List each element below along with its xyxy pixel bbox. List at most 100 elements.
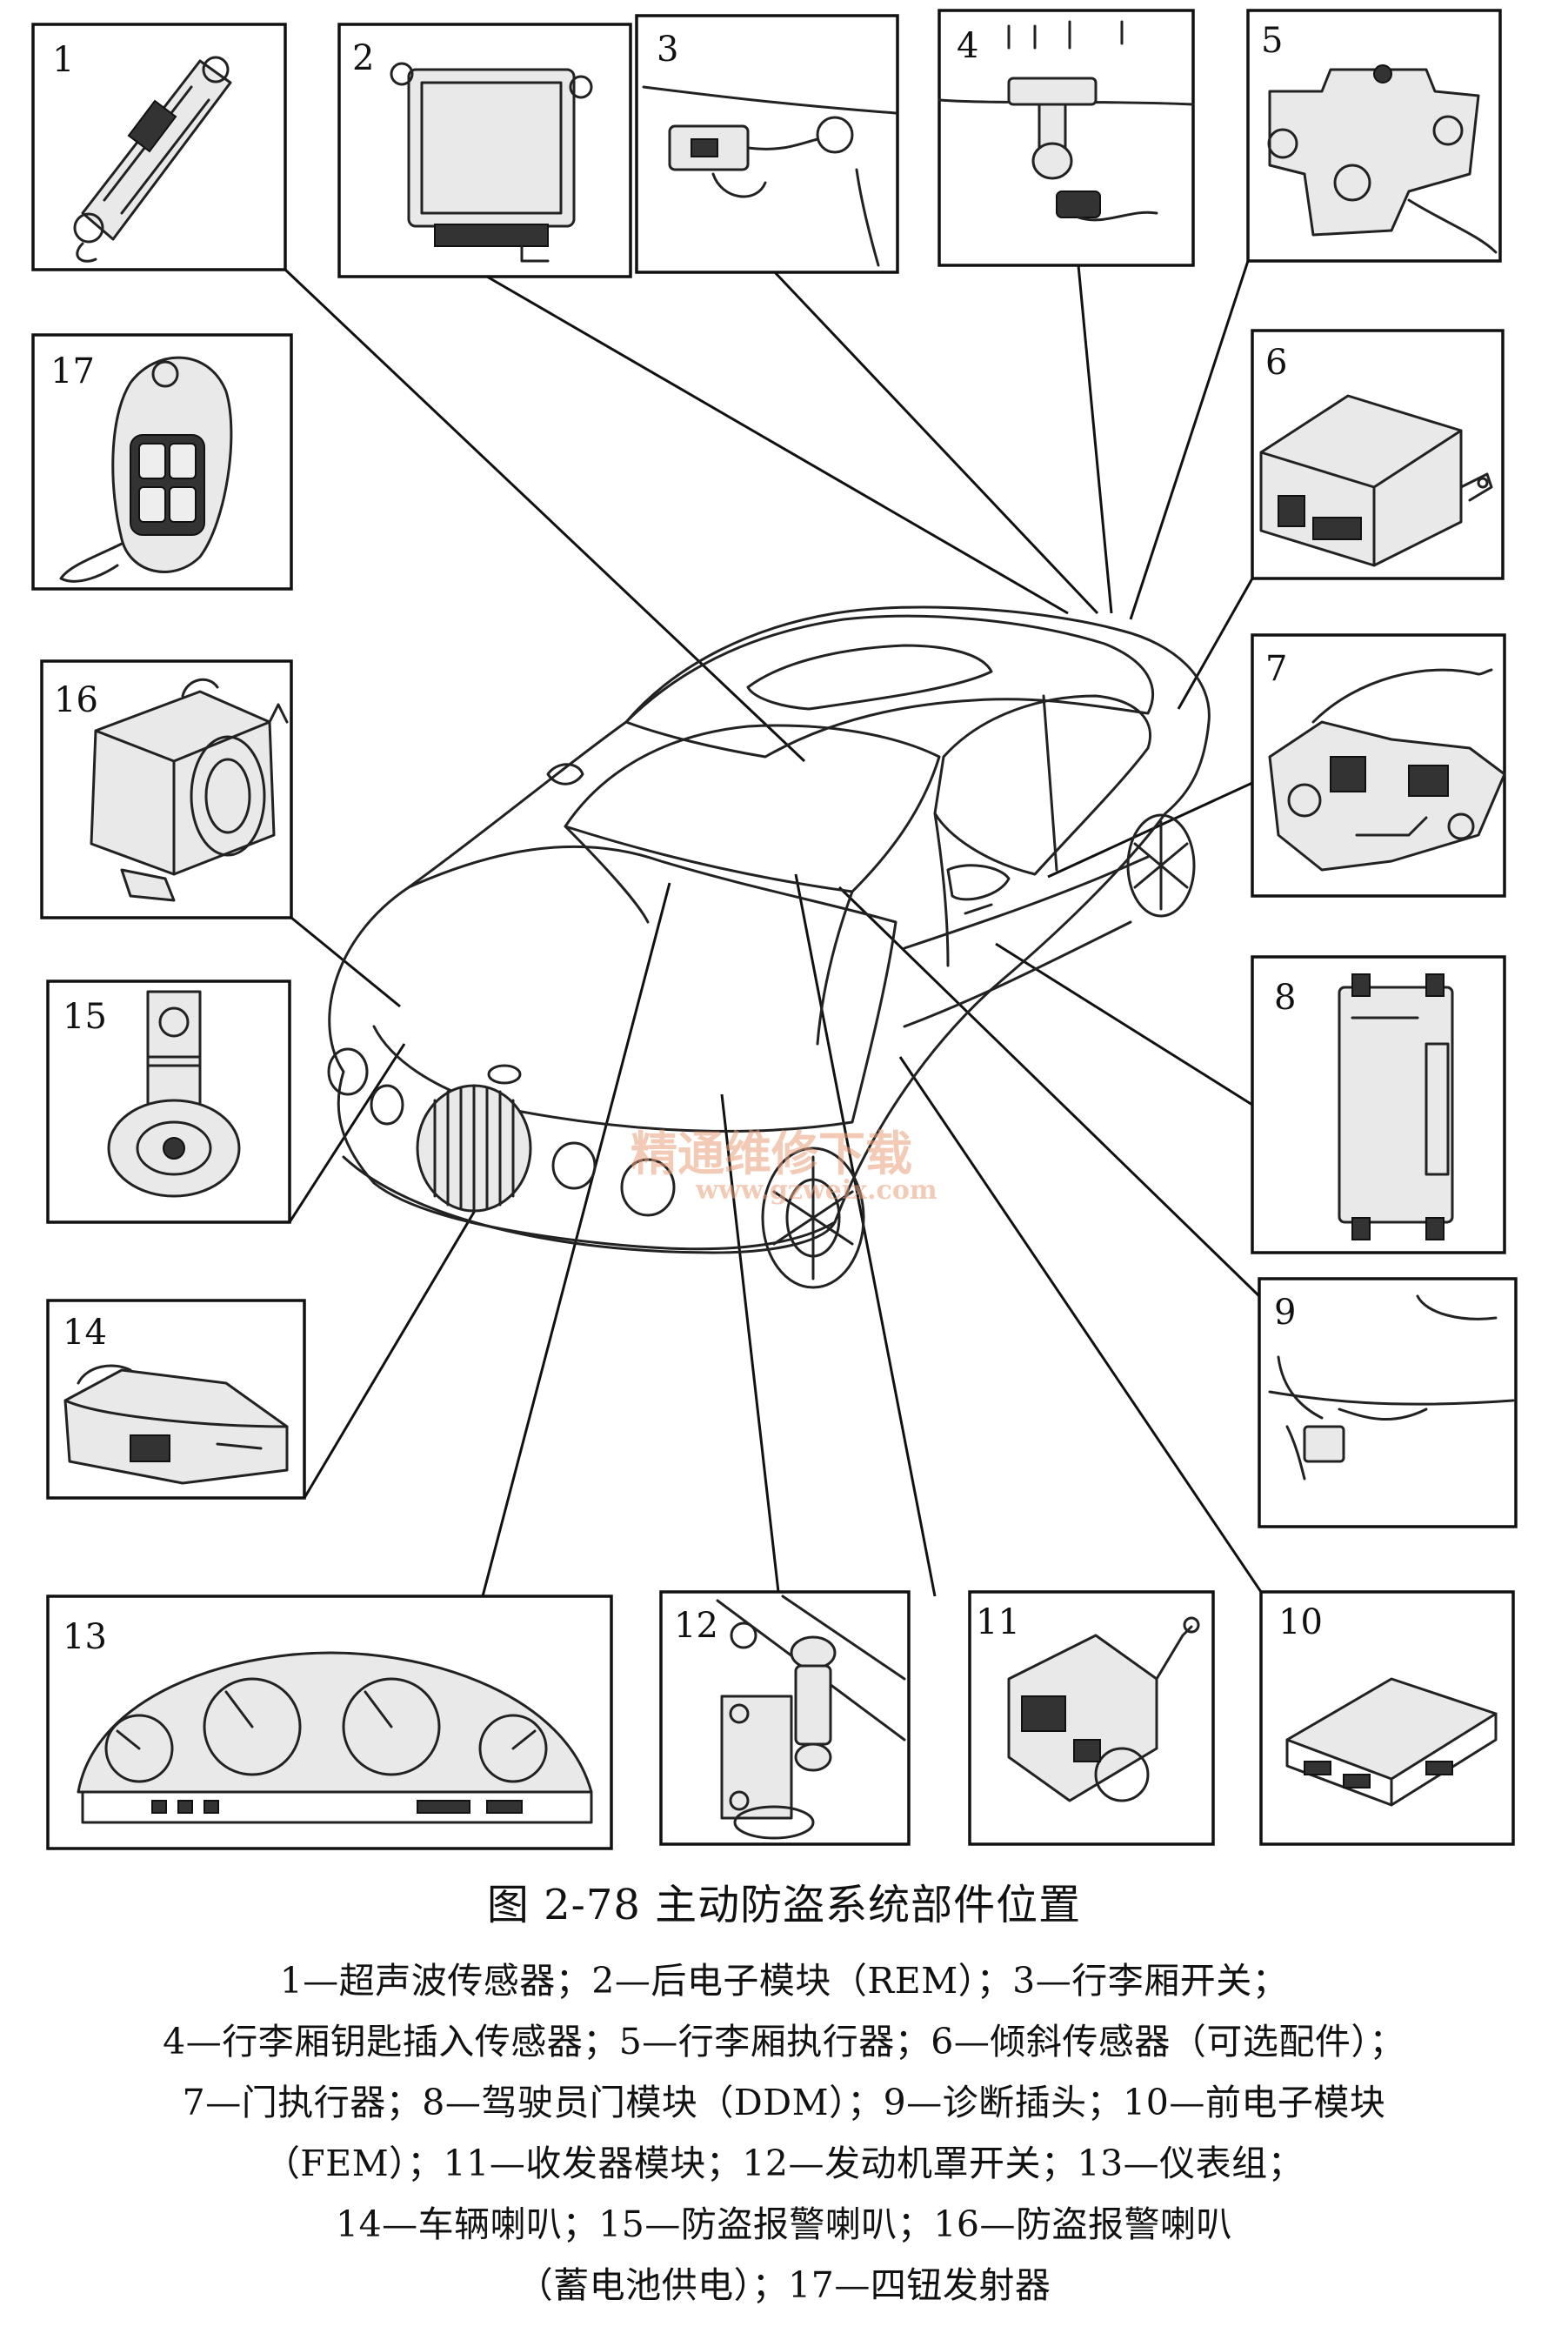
watermark-text: 精通维修下载	[631, 1126, 912, 1181]
caption-line-6: （蓄电池供电）；17—四钮发射器	[517, 2264, 1051, 2306]
callout-number-7: 7	[1265, 649, 1287, 689]
component-box-5: 5	[1246, 9, 1502, 263]
car-door-handle	[964, 903, 993, 915]
car-sunroof	[746, 644, 993, 711]
callout-number-2: 2	[352, 38, 374, 78]
instrument-cluster-drawing	[77, 1651, 593, 1824]
car-front-wheel	[761, 1147, 865, 1289]
callout-number-6: 6	[1265, 343, 1287, 383]
leader-9	[837, 886, 1261, 1298]
caption-line-2: 4—行李厢钥匙插入传感器；5—行李厢执行器；6—倾斜传感器（可选配件）；	[163, 2021, 1405, 2063]
leader-2	[486, 275, 1069, 615]
caption-line-4: （FEM）；11—收发器模块；12—发动机罩开关；13—仪表组；	[264, 2143, 1304, 2184]
ddm-module-drawing	[1338, 973, 1454, 1240]
caption-line-5: 14—车辆喇叭；15—防盗报警喇叭；16—防盗报警喇叭	[335, 2203, 1232, 2245]
caption-line-3: 7—门执行器；8—驾驶员门模块（DDM）；9—诊断插头；10—前电子模块	[182, 2082, 1386, 2123]
leader-5	[1129, 260, 1250, 620]
car-headlight-left-2	[370, 1084, 404, 1126]
car-side-line	[903, 855, 1150, 950]
car-hood-crease-2	[816, 890, 854, 1046]
component-box-6: 6	[1251, 329, 1505, 580]
component-box-14: 14	[46, 1299, 306, 1500]
watermark-url: www.gzweix.com	[695, 1175, 937, 1206]
component-box-17: 17	[31, 333, 293, 591]
watermark: 精通维修下载 www.gzweix.com	[631, 1126, 937, 1206]
leader-3	[772, 270, 1099, 615]
component-box-4: 4	[937, 9, 1195, 267]
callout-number-5: 5	[1261, 21, 1283, 61]
key-fob-drawing	[59, 356, 233, 583]
ultrasonic-sensor-drawing	[73, 56, 232, 263]
callout-number-17: 17	[50, 351, 95, 391]
alarm-horn-drawing	[107, 990, 241, 1198]
car-emblem	[487, 1064, 522, 1085]
car-roof	[624, 614, 1154, 759]
callout-number-1: 1	[52, 40, 74, 80]
car-rear-wheel-spokes	[1133, 820, 1189, 911]
callout-number-13: 13	[63, 1617, 107, 1657]
door-actuator-drawing	[1268, 668, 1506, 872]
car-headlight-right-2	[620, 1158, 676, 1217]
leader-6	[1177, 578, 1254, 710]
callout-number-15: 15	[63, 997, 107, 1037]
callout-number-12: 12	[674, 1606, 718, 1646]
leader-4	[1077, 264, 1113, 614]
callout-number-10: 10	[1278, 1602, 1323, 1642]
car-body-outline	[328, 605, 1211, 1251]
car-side-window	[933, 694, 1151, 876]
callout-number-8: 8	[1274, 978, 1296, 1018]
hood-switch-drawing	[716, 1595, 906, 1840]
component-box-12: 12	[659, 1590, 911, 1846]
callout-number-3: 3	[657, 30, 678, 70]
component-box-7: 7	[1251, 633, 1506, 898]
figure-caption: 图 2-78 主动防盗系统部件位置 1—超声波传感器；2—后电子模块（REM）；…	[0, 1870, 1568, 2316]
leader-11	[794, 873, 937, 1597]
leader-8	[995, 942, 1253, 1106]
vehicle-horn-drawing	[63, 1364, 289, 1485]
leader-15	[288, 1043, 406, 1223]
component-box-16: 16	[40, 659, 293, 919]
callout-number-9: 9	[1274, 1293, 1296, 1333]
diagnostic-connector-drawing	[1268, 1294, 1515, 1481]
car-illustration	[327, 605, 1211, 1289]
leader-10	[898, 1056, 1263, 1593]
component-box-13: 13	[46, 1595, 613, 1850]
callout-number-14: 14	[63, 1313, 107, 1353]
rem-module-drawing	[390, 62, 593, 263]
car-front-wheel-spokes	[772, 1155, 854, 1280]
fem-module-drawing	[1285, 1677, 1498, 1807]
component-box-11: 11	[968, 1590, 1215, 1846]
car-pillar	[1042, 694, 1058, 872]
car-headlight-right-1	[551, 1141, 597, 1190]
callout-number-11: 11	[976, 1602, 1020, 1642]
leader-7	[1047, 781, 1253, 879]
callout-number-4: 4	[957, 26, 978, 66]
car-headlight-left-1	[327, 1047, 369, 1096]
car-side-line-2	[903, 920, 1132, 1028]
car-windshield	[564, 724, 941, 893]
trunk-switch-drawing	[642, 85, 897, 267]
car-grille-bars	[433, 1084, 515, 1213]
component-box-10: 10	[1259, 1590, 1515, 1846]
car-hood-crease-1	[564, 825, 650, 924]
car-mirror	[946, 864, 1011, 901]
leader-16	[290, 916, 401, 1008]
component-box-3: 3	[635, 14, 899, 274]
leader-14	[303, 1200, 483, 1499]
component-box-8: 8	[1251, 955, 1506, 1254]
leader-12	[720, 1093, 780, 1593]
figure-title: 图 2-78 主动防盗系统部件位置	[486, 1881, 1082, 1929]
caption-line-1: 1—超声波传感器；2—后电子模块（REM）；3—行李厢开关；	[279, 1960, 1289, 2002]
car-rear-wheel	[1126, 813, 1196, 918]
trunk-actuator-drawing	[1267, 64, 1498, 254]
leader-1	[284, 268, 806, 763]
car-mirror-left	[546, 763, 584, 786]
component-box-15: 15	[46, 979, 291, 1224]
battery-alarm-horn-drawing	[90, 678, 289, 902]
component-box-9: 9	[1258, 1277, 1518, 1528]
callout-number-16: 16	[54, 680, 98, 720]
tilt-sensor-drawing	[1259, 394, 1493, 567]
car-door-seam	[933, 812, 950, 967]
transceiver-module-drawing	[1007, 1616, 1200, 1802]
